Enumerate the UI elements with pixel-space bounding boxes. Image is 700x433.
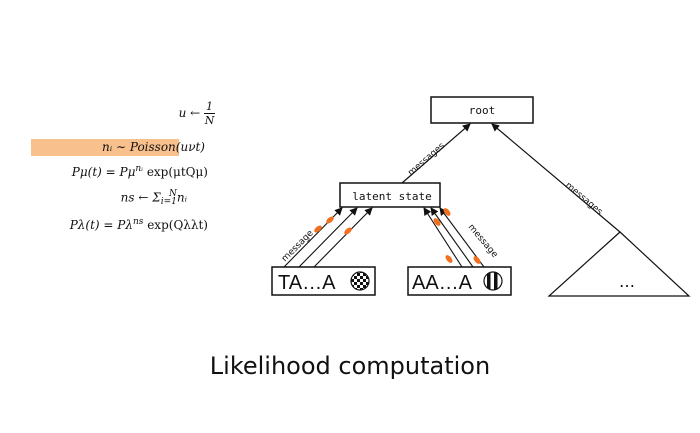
message-dot xyxy=(326,216,334,224)
root-node xyxy=(430,96,534,124)
message-label-leaf1: message xyxy=(280,228,316,264)
arrow-subtree-to-root xyxy=(491,123,621,233)
equation-p-mu-left: Pμ(t) = Pμ xyxy=(71,165,136,179)
fraction-numerator: 1 xyxy=(204,100,215,114)
equation-p-lambda-right: exp(Qλλt) xyxy=(143,218,208,232)
messages-label-right: messages xyxy=(563,181,604,218)
arrow-leaf1-to-latent-c xyxy=(313,207,373,268)
equation-poisson-text: nᵢ ∼ Poisson(uνt) xyxy=(102,140,205,154)
equation-n-s-left: ns ← Σ xyxy=(120,190,161,205)
message-dot xyxy=(445,255,453,263)
message-label-leaf2: message xyxy=(466,223,500,261)
caption: Likelihood computation xyxy=(209,352,491,380)
message-dot xyxy=(443,208,451,216)
latent-state-node xyxy=(339,182,441,208)
message-dot xyxy=(433,218,441,226)
equation-p-mu: Pμ(t) = Pμnᵢ exp(μtQμ) xyxy=(0,164,208,179)
equation-p-mu-exponent: nᵢ xyxy=(135,164,143,174)
equation-p-lambda-left: Pλ(t) = Pλ xyxy=(69,218,133,232)
subtree-triangle xyxy=(547,231,691,297)
equation-u-lhs: u ← xyxy=(178,106,204,120)
arrow-leaf2-to-latent-c xyxy=(423,207,463,268)
equation-poisson: nᵢ ∼ Poisson(uνt) xyxy=(0,140,205,154)
root-label: root xyxy=(469,104,496,117)
message-dot xyxy=(314,225,322,233)
subtree-ellipsis: … xyxy=(619,272,635,291)
checkered-circle-icon xyxy=(350,271,370,291)
latent-state-label: latent state xyxy=(352,190,431,203)
message-dot xyxy=(473,256,481,264)
equation-u: u ← 1 N xyxy=(0,100,215,127)
arrow-leaf2-to-latent-b xyxy=(430,207,474,268)
equation-n-s-right: nᵢ xyxy=(176,190,187,205)
sum-upper-limit: N xyxy=(168,189,177,199)
arrow-leaf1-to-latent-b xyxy=(298,207,358,268)
arrow-latent-to-root xyxy=(401,123,471,184)
equation-p-mu-right: exp(μtQμ) xyxy=(143,165,208,179)
sum-lower-limit: i=1 xyxy=(160,197,177,207)
leaf-2-sequence: AA…A xyxy=(412,272,473,294)
striped-circle-icon xyxy=(483,271,503,291)
leaf-1-sequence: TA…A xyxy=(278,272,336,294)
message-dot xyxy=(344,227,352,235)
highlighted-equation-background xyxy=(31,139,179,156)
fraction-one-over-n: 1 N xyxy=(204,100,215,127)
fraction-denominator: N xyxy=(204,114,215,127)
messages-label-left: messages xyxy=(406,141,447,178)
equation-p-lambda-exponent: ns xyxy=(132,217,144,227)
equation-p-lambda: Pλ(t) = Pλns exp(Qλλt) xyxy=(0,217,208,232)
